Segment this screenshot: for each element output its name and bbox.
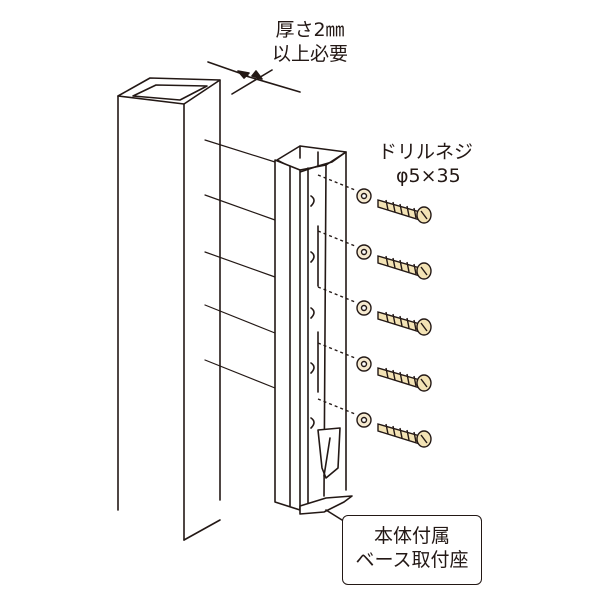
screw-label-line2: φ5×35 [396, 165, 461, 187]
thickness-dimension [207, 61, 301, 95]
thickness-label-line2: 以上必要 [272, 43, 349, 65]
drill-screw [317, 230, 432, 280]
drill-screw [317, 174, 432, 224]
base-leader [325, 509, 343, 521]
drill-screw [317, 286, 432, 336]
screws [317, 174, 432, 448]
drill-screw [317, 342, 432, 392]
base-label-line2: ベース取付座 [355, 549, 469, 571]
base-bracket [274, 145, 353, 515]
base-label-line1: 本体付属 [373, 525, 450, 547]
square-post [117, 77, 221, 541]
thickness-label-line1: 厚さ2㎜ [275, 19, 345, 41]
drill-screw [317, 398, 432, 448]
base-label-box: 本体付属 ベース取付座 [342, 515, 482, 585]
screw-label-line1: ドリルネジ [378, 141, 474, 163]
screw-label: ドリルネジ φ5×35 [378, 140, 473, 188]
thickness-label: 厚さ2㎜ 以上必要 [272, 18, 348, 66]
guide-lines [204, 139, 276, 389]
